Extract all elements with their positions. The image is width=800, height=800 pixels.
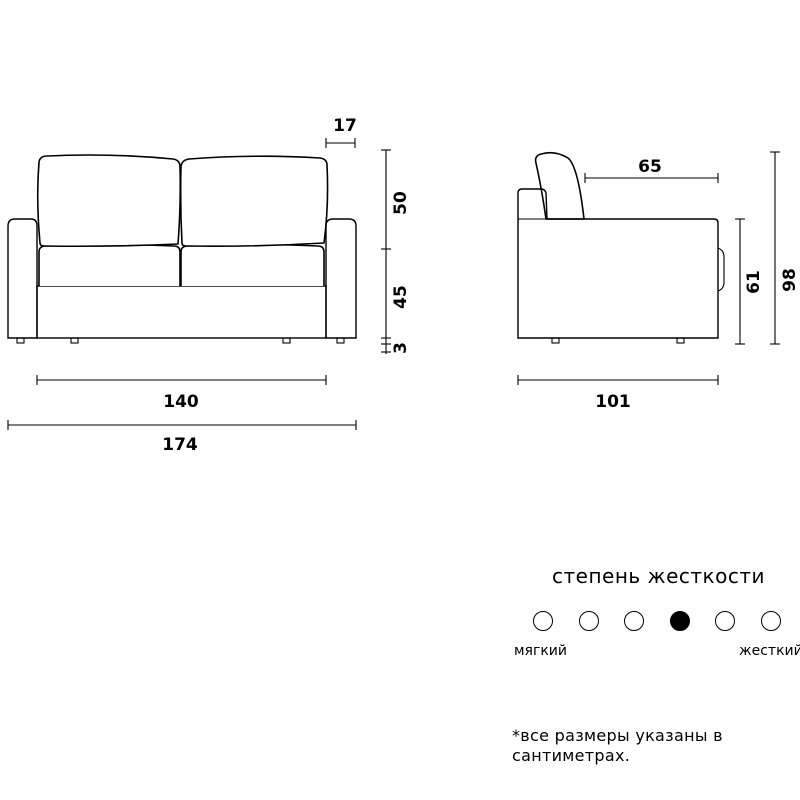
dim-seat-depth: 65 (638, 157, 662, 177)
dim-back-height: 50 (391, 191, 411, 215)
firmness-title: степень жесткости (552, 564, 765, 588)
dim-arm-height: 61 (744, 270, 764, 294)
back-cushion-right (179, 155, 329, 247)
seat-cushion-right (180, 243, 325, 286)
right-arm (325, 218, 357, 339)
firmness-dot-6 (761, 611, 781, 631)
firmness-label-hard: жесткий (739, 643, 800, 659)
leg (282, 337, 291, 344)
left-arm (7, 218, 38, 339)
leg (16, 337, 25, 344)
dimensions-note: *все размеры указаны в сантиметрах. (512, 726, 723, 765)
dim-width-total: 174 (162, 435, 198, 455)
sofa-base (36, 285, 327, 339)
dim-leg-height: 3 (391, 342, 411, 354)
leg (70, 337, 79, 344)
leg (676, 337, 685, 344)
firmness-dot-3 (624, 611, 644, 631)
seat-cushion-left (38, 243, 181, 286)
firmness-dot-4 (670, 611, 690, 631)
dim-seat-height: 45 (391, 285, 411, 309)
dim-total-depth: 101 (595, 392, 631, 412)
leg (551, 337, 560, 344)
back-cushion-left (36, 154, 182, 248)
side-back-cushion (534, 151, 585, 220)
side-view: 65 61 98 101 (517, 151, 800, 412)
firmness-label-soft: мягкий (514, 643, 567, 659)
dim-width-inner: 140 (163, 392, 199, 412)
side-body (517, 188, 719, 339)
dim-arm-width: 17 (333, 116, 357, 136)
firmness-dot-1 (533, 611, 553, 631)
firmness-dot-2 (579, 611, 599, 631)
dim-total-height: 98 (780, 268, 800, 292)
front-view: 17 50 45 3 140 174 (7, 116, 411, 455)
leg (336, 337, 345, 344)
side-handle (717, 247, 725, 292)
firmness-dot-5 (715, 611, 735, 631)
